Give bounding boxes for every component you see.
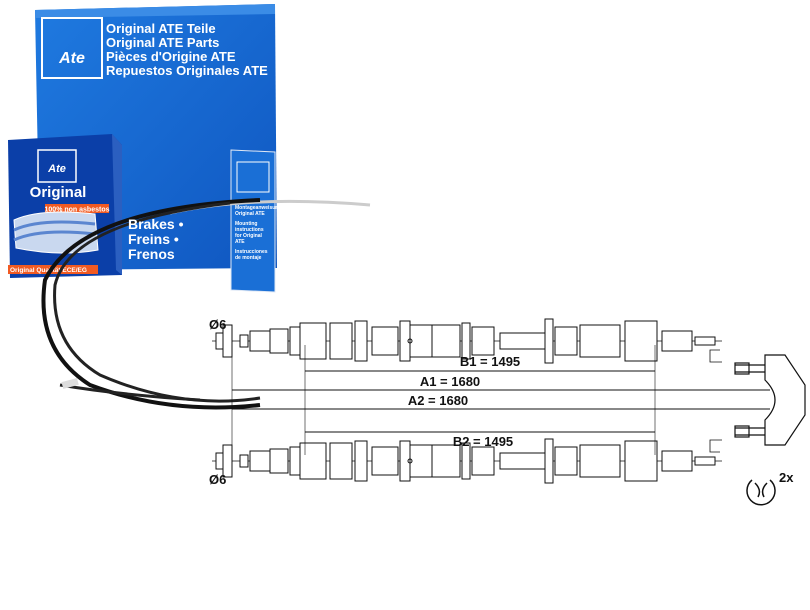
- cable-part: [554, 326, 578, 356]
- ate-logo-small: Ate: [47, 163, 66, 175]
- cable-part: [249, 330, 271, 352]
- leaflet-line-1: Montageanweisungen Original ATE: [235, 205, 288, 217]
- cable-part: [694, 336, 716, 346]
- cable-part: [461, 442, 471, 480]
- cable-part: [354, 440, 368, 482]
- cable-part: [222, 324, 233, 358]
- box-line-4: Repuestos Originales ATE: [106, 63, 268, 78]
- cable-part: [694, 456, 716, 466]
- cable-part: [249, 450, 271, 472]
- ate-box-small: Ate Original 100% non asbestos Original …: [8, 134, 122, 278]
- cable-part: [299, 322, 327, 360]
- retaining-clip-icon: [746, 479, 776, 506]
- diameter-label-bottom: Ø6: [209, 472, 226, 487]
- box-small-title: Original: [30, 184, 87, 201]
- a2-label: A2 = 1680: [408, 393, 468, 408]
- cable-part: [461, 322, 471, 360]
- box-bottom-text: Brakes • Freins • Frenos: [128, 216, 184, 262]
- cable-part: [624, 320, 658, 362]
- cable-part: [544, 318, 554, 364]
- b1-label: B1 = 1495: [460, 354, 520, 369]
- cable-part: [329, 322, 353, 360]
- cable-part: [624, 440, 658, 482]
- cable-part: [554, 446, 578, 476]
- cable-part: [269, 328, 289, 354]
- ate-logo-frame: [41, 17, 103, 79]
- cable-drawing-bottom: [212, 438, 722, 484]
- cable-part: [222, 444, 233, 478]
- cable-diagram: [212, 318, 806, 506]
- cable-part: [409, 444, 433, 478]
- leaflet-line-3: Instrucciones de montaje: [235, 249, 268, 261]
- leaflet-text: Montageanweisungen Original ATE Mounting…: [235, 205, 288, 265]
- b2-label: B2 = 1495: [453, 434, 513, 449]
- cable-part: [269, 448, 289, 474]
- cable-part: [371, 446, 399, 476]
- cable-part: [329, 442, 353, 480]
- diameter-label-top: Ø6: [209, 317, 226, 332]
- box-line-1: Original ATE Teile: [106, 21, 216, 36]
- cable-part: [407, 458, 413, 464]
- cable-part: [431, 444, 461, 478]
- cable-part: [371, 326, 399, 356]
- clip-quantity: 2x: [779, 470, 794, 485]
- cable-part: [239, 454, 249, 468]
- cable-part: [499, 332, 551, 350]
- brake-pads-illustration: [13, 211, 99, 254]
- cable-part: [354, 320, 368, 362]
- cable-part: [289, 446, 301, 476]
- cable-part: [289, 326, 301, 356]
- cable-part: [239, 334, 249, 348]
- cable-drawing-top: [212, 318, 722, 364]
- box-line-3: Pièces d'Origine ATE: [106, 49, 236, 64]
- cable-part: [471, 326, 495, 356]
- leaflet-line-2: Mounting instructions for Original ATE: [235, 221, 264, 245]
- cable-part: [299, 442, 327, 480]
- instruction-leaflet: [230, 149, 276, 293]
- cable-part: [579, 324, 621, 358]
- a1-label: A1 = 1680: [420, 374, 480, 389]
- mounting-bracket: [709, 349, 806, 453]
- cable-part: [579, 444, 621, 478]
- ate-logo: Ate: [58, 50, 85, 67]
- cable-part: [544, 438, 554, 484]
- cable-part: [471, 446, 495, 476]
- box-line-2: Original ATE Parts: [106, 35, 219, 50]
- cable-part: [409, 324, 433, 358]
- cable-part: [661, 450, 693, 472]
- cable-part: [407, 338, 413, 344]
- cable-part: [431, 324, 461, 358]
- non-asbestos-badge: 100% non asbestos: [45, 207, 110, 214]
- cable-part: [661, 330, 693, 352]
- brake-cable-photo: [41, 198, 371, 410]
- cable-part: [499, 452, 551, 470]
